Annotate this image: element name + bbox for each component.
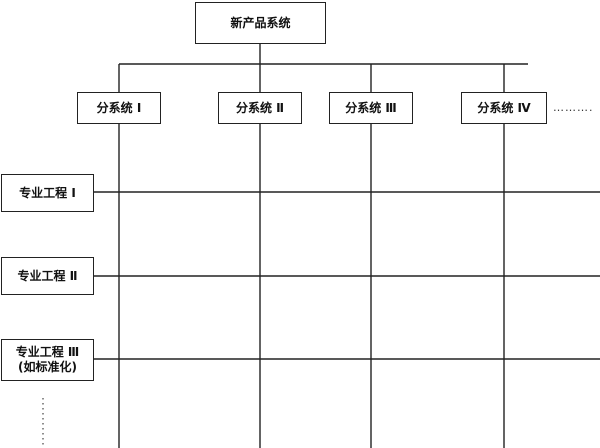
discipline-node-3: 专业工程 Ⅲ (如标准化) <box>1 339 94 381</box>
subsystem-node-3: 分系统 Ⅲ <box>329 92 413 124</box>
discipline-label-3: 专业工程 Ⅲ <box>15 345 80 359</box>
subsystem-label-4: 分系统 Ⅳ <box>477 100 531 115</box>
root-node-label: 新产品系统 <box>230 15 291 30</box>
subsystem-node-4: 分系统 Ⅳ <box>461 92 547 124</box>
subsystem-label-1: 分系统 Ⅰ <box>96 100 142 115</box>
discipline-label-2: 专业工程 Ⅱ <box>17 268 78 283</box>
subsystem-node-2: 分系统 Ⅱ <box>218 92 302 124</box>
subsystem-label-2: 分系统 Ⅱ <box>235 100 285 115</box>
subsystems-more-ellipsis: ………. <box>553 101 594 114</box>
discipline-sublabel-3: (如标准化) <box>18 360 77 374</box>
subsystem-node-1: 分系统 Ⅰ <box>77 92 161 124</box>
discipline-label-1: 专业工程 Ⅰ <box>19 185 76 200</box>
discipline-node-2: 专业工程 Ⅱ <box>1 257 94 295</box>
subsystem-label-3: 分系统 Ⅲ <box>345 100 397 115</box>
root-node: 新产品系统 <box>195 2 326 44</box>
discipline-node-1: 专业工程 Ⅰ <box>1 174 94 212</box>
